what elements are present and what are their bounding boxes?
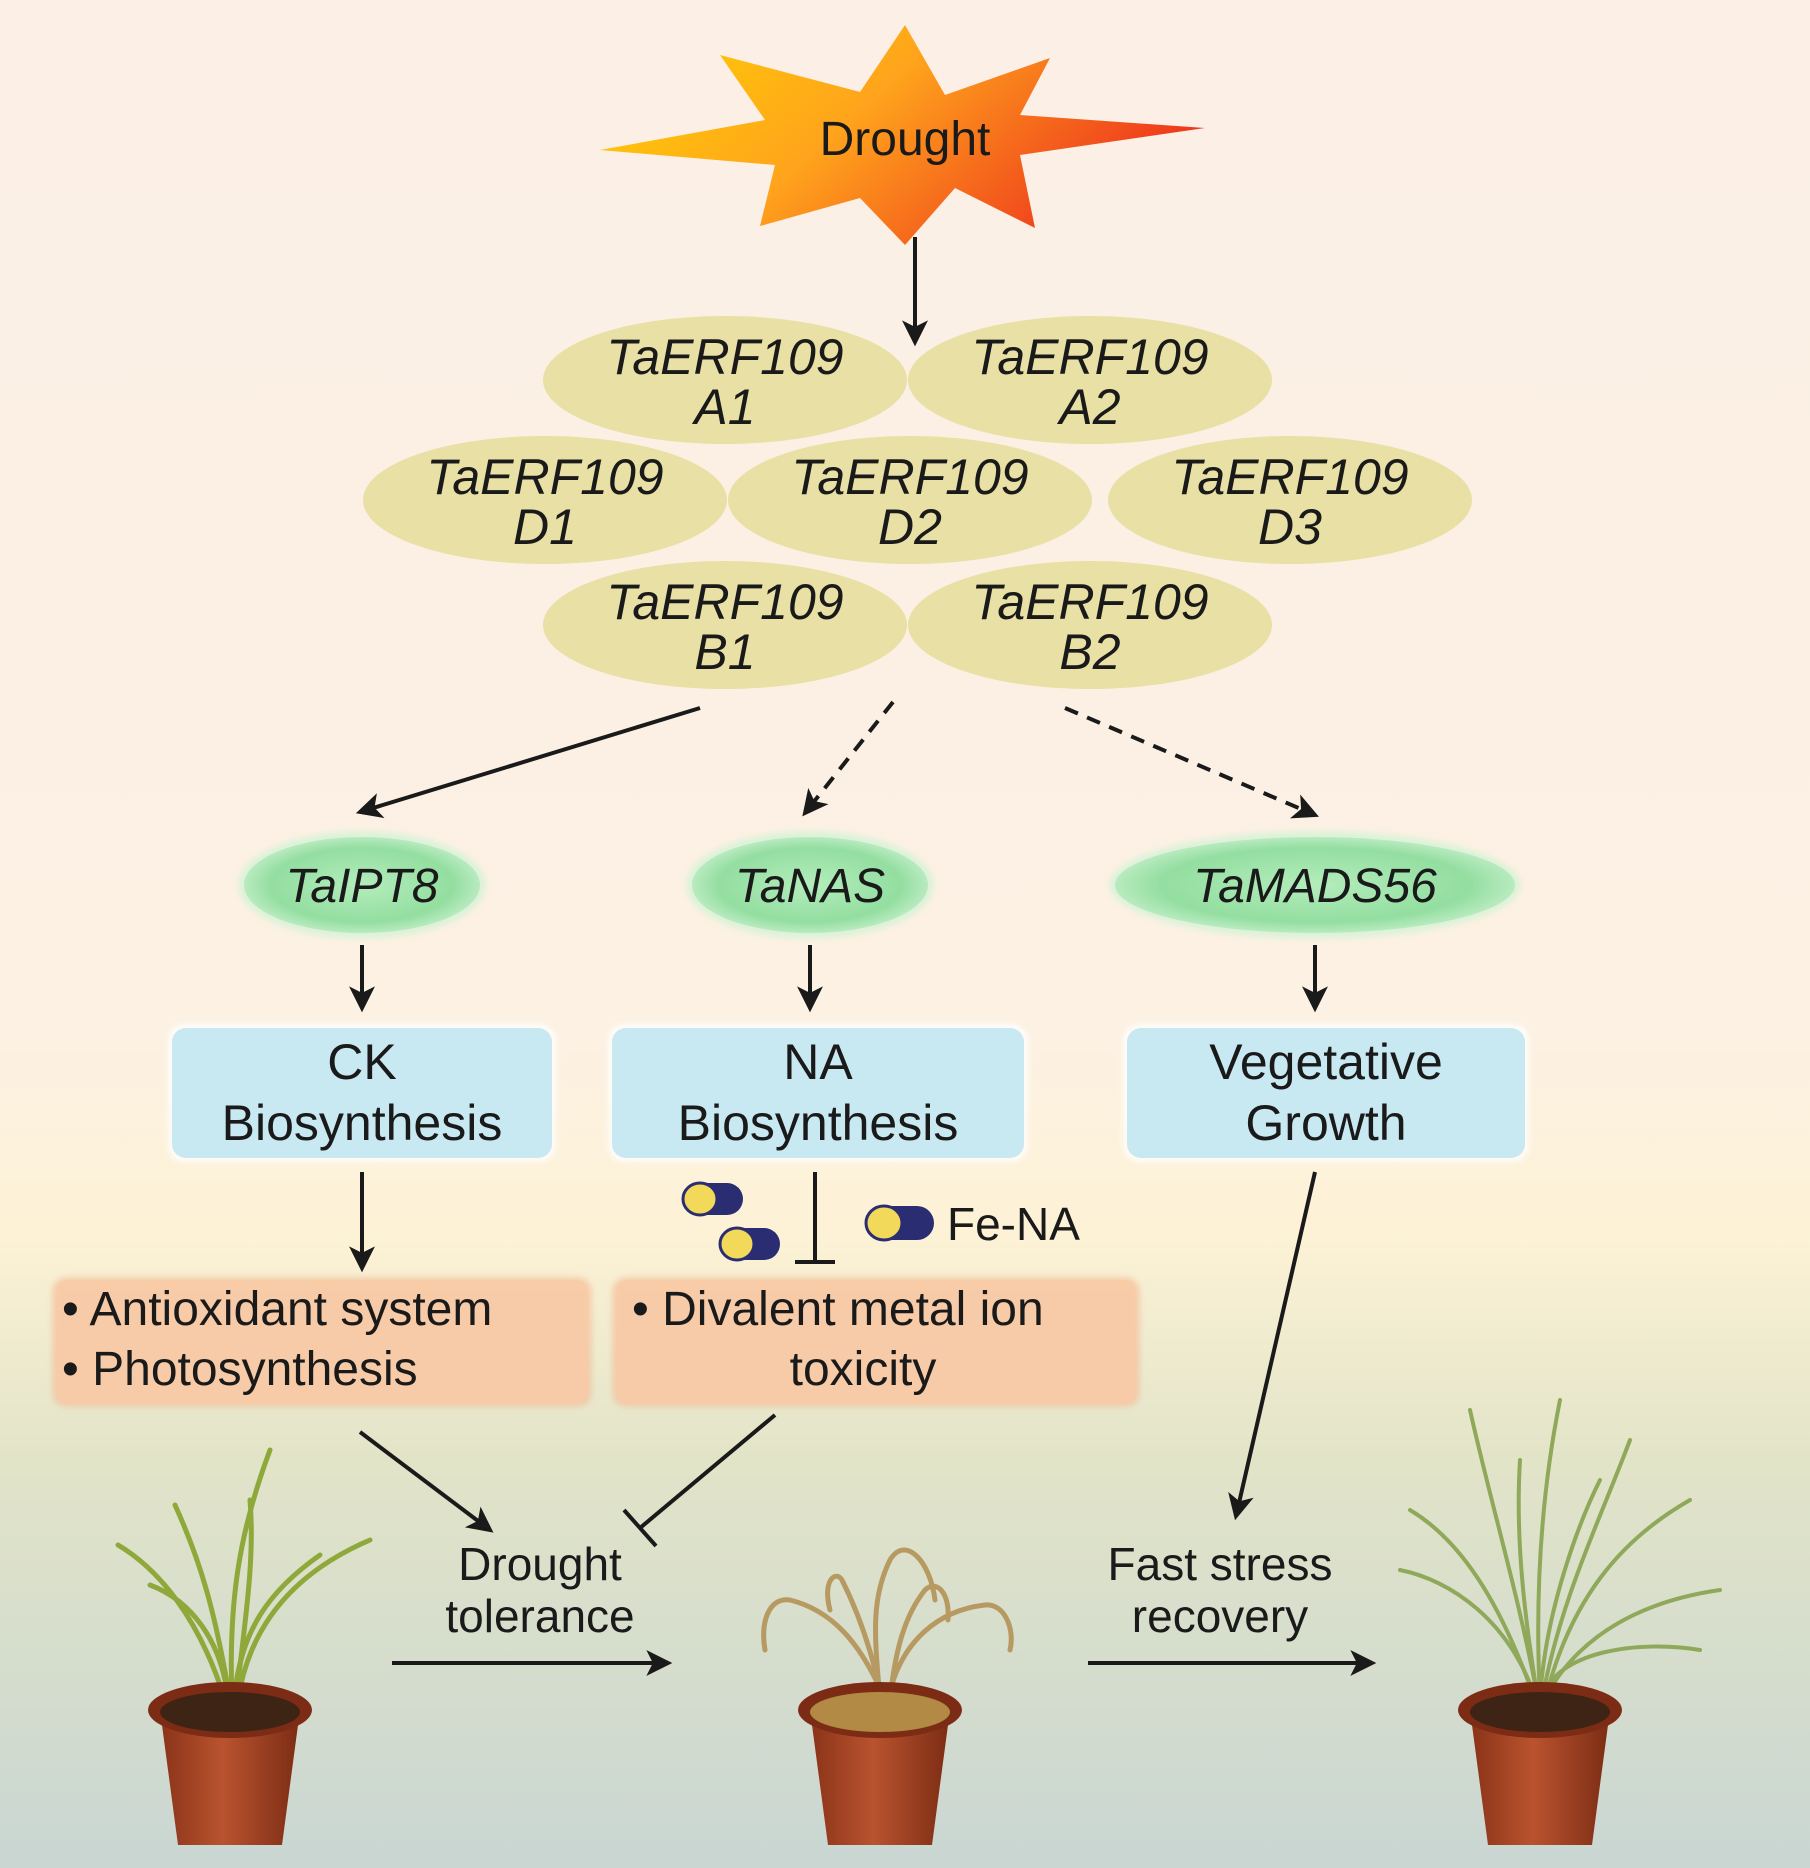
- erf-gene-ellipse: [908, 561, 1272, 689]
- inhibitions: [622, 1172, 835, 1548]
- erf-gene-name: TaERF109: [791, 449, 1028, 505]
- process-line1: Vegetative: [1209, 1034, 1443, 1090]
- process-box-rect: [612, 1028, 1024, 1158]
- erf-gene-copy: B2: [1059, 624, 1120, 680]
- process-boxes: CKBiosynthesisNABiosynthesisVegetativeGr…: [168, 1024, 1529, 1162]
- erf-gene-copy: B1: [694, 624, 755, 680]
- target-genes: TaIPT8 TaNAS TaMADS56: [238, 831, 1521, 939]
- target-gene-node: TaNAS: [686, 831, 934, 939]
- erf-gene-ellipse: [908, 316, 1272, 444]
- effect-boxes: • Antioxidant system • Photosynthesis • …: [52, 1277, 1140, 1407]
- erf-gene-ellipse: [1108, 436, 1472, 564]
- target-gene-ellipse: [244, 837, 480, 933]
- erf-gene-copy: A2: [1056, 379, 1120, 435]
- plant-recovered: [1398, 1398, 1722, 1845]
- erf-gene-name: TaERF109: [971, 329, 1208, 385]
- inhibit-toxicity-to-tolerance: [638, 1413, 777, 1530]
- erf-gene-name: TaERF109: [606, 329, 843, 385]
- effect-middle-line1: • Divalent metal ion: [632, 1283, 1044, 1336]
- drought-burst: Drought: [600, 25, 1205, 245]
- pot-icon: [798, 1682, 962, 1845]
- erf-gene-copy: D3: [1258, 499, 1322, 555]
- erf-gene-name: TaERF109: [1171, 449, 1408, 505]
- capsule-icon-legend: [864, 1204, 934, 1242]
- process-line1: NA: [783, 1034, 853, 1090]
- arrow-effects-to-tolerance: [358, 1430, 494, 1533]
- erf-gene-ellipse: [363, 436, 727, 564]
- target-gene-name: TaMADS56: [1193, 860, 1437, 913]
- capsule-icon: [681, 1181, 743, 1217]
- process-line1: CK: [327, 1034, 396, 1090]
- arrow-erf-to-ipt8: [355, 706, 701, 819]
- wilted-grass-icon: [761, 1547, 1014, 1703]
- target-gene-name: TaNAS: [735, 860, 885, 913]
- pot-icon: [1458, 1682, 1622, 1845]
- effect-left-line1: • Antioxidant system: [62, 1283, 492, 1336]
- grass-icon: [115, 1447, 373, 1703]
- target-gene-node: TaIPT8: [238, 831, 486, 939]
- recovery-line1: Fast stress: [1108, 1538, 1333, 1590]
- arrows: [349, 237, 1377, 1676]
- process-box-rect: [1127, 1028, 1525, 1158]
- process-box-rect: [172, 1028, 552, 1158]
- effect-middle-line2: toxicity: [790, 1343, 937, 1396]
- fe-na-label: Fe-NA: [947, 1198, 1080, 1250]
- inhibit-bar-bottom: [622, 1508, 658, 1548]
- erf-gene-copy: A1: [691, 379, 755, 435]
- effect-left-line2: • Photosynthesis: [62, 1343, 418, 1396]
- target-gene-name: TaIPT8: [286, 860, 439, 913]
- erf-gene-name: TaERF109: [971, 574, 1208, 630]
- pot-icon: [148, 1682, 312, 1845]
- target-gene-ellipse: [1115, 837, 1515, 933]
- plant-healthy: [115, 1447, 373, 1845]
- erf-gene-copy: D1: [513, 499, 577, 555]
- effect-box-middle: [616, 1280, 1136, 1404]
- capsule-icon: [718, 1226, 780, 1262]
- erf-gene-copy: D2: [878, 499, 942, 555]
- arrow-growth-to-recovery: [1228, 1171, 1317, 1521]
- recovery-line2: recovery: [1132, 1590, 1308, 1642]
- plant-wilted: [761, 1547, 1014, 1845]
- target-gene-ellipse: [692, 837, 928, 933]
- tolerance-line1: Drought: [458, 1538, 622, 1590]
- effect-box-left: [56, 1280, 588, 1404]
- process-line2: Growth: [1245, 1095, 1406, 1151]
- erf-gene-name: TaERF109: [606, 574, 843, 630]
- erf-gene-ellipse: [543, 561, 907, 689]
- grass-icon: [1398, 1398, 1722, 1702]
- fe-na-capsules: Fe-NA: [681, 1181, 1080, 1262]
- target-gene-node: TaMADS56: [1109, 831, 1521, 939]
- outcome-labels: Drought tolerance Fast stress recovery: [445, 1538, 1332, 1642]
- arrow-erf-to-mads56: [1064, 706, 1319, 819]
- erf-gene-ellipse: [543, 316, 907, 444]
- erf-gene-ellipse: [728, 436, 1092, 564]
- erf-gene-cluster: TaERF109A1TaERF109A2TaERF109D1TaERF109D2…: [363, 316, 1472, 689]
- drought-label: Drought: [820, 113, 991, 166]
- process-line2: Biosynthesis: [222, 1095, 503, 1151]
- burst-icon: [600, 25, 1205, 245]
- tolerance-line2: tolerance: [445, 1590, 634, 1642]
- process-line2: Biosynthesis: [678, 1095, 959, 1151]
- erf-gene-name: TaERF109: [426, 449, 663, 505]
